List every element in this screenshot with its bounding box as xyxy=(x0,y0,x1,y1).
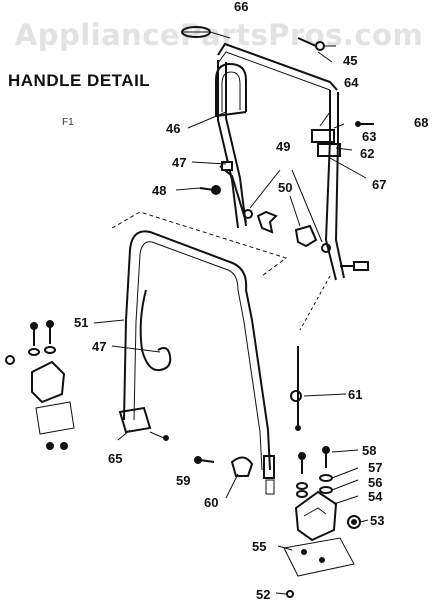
callout-68[interactable]: 68 xyxy=(414,115,429,130)
callout-64[interactable]: 64 xyxy=(344,75,359,90)
cable-47-upper[interactable] xyxy=(219,161,247,223)
callout-55[interactable]: 55 xyxy=(252,539,267,554)
bolt-67-right[interactable] xyxy=(340,261,369,271)
callout-66[interactable]: 66 xyxy=(234,0,249,14)
callout-61[interactable]: 61 xyxy=(348,387,363,402)
diagram-title: HANDLE DETAIL xyxy=(8,71,151,90)
figure-code: F1 xyxy=(62,117,74,128)
wing-knob-50[interactable] xyxy=(256,195,318,248)
guide-lines xyxy=(111,211,331,331)
callout-50[interactable]: 50 xyxy=(278,180,293,195)
callout-62[interactable]: 62 xyxy=(360,146,375,161)
callout-57[interactable]: 57 xyxy=(368,460,383,475)
bolt-59[interactable] xyxy=(194,456,215,464)
callout-52[interactable]: 52 xyxy=(256,587,271,602)
callout-58[interactable]: 58 xyxy=(362,443,377,458)
callout-46[interactable]: 46 xyxy=(166,121,181,136)
callout-67[interactable]: 67 xyxy=(372,177,387,192)
bolt-58-stack[interactable] xyxy=(296,446,333,498)
knob-49[interactable] xyxy=(243,169,331,253)
callout-47-upper[interactable]: 47 xyxy=(172,155,187,170)
screw-68[interactable] xyxy=(355,121,374,127)
bracket-63-62[interactable] xyxy=(311,123,345,157)
cable-47-lower[interactable] xyxy=(139,289,172,372)
nut-52[interactable] xyxy=(286,590,294,598)
lower-handle-51[interactable] xyxy=(123,230,271,471)
callout-45[interactable]: 45 xyxy=(343,53,358,68)
callout-49[interactable]: 49 xyxy=(276,139,291,154)
nut-53[interactable] xyxy=(347,515,361,529)
leader-lines xyxy=(93,51,369,595)
callout-48[interactable]: 48 xyxy=(152,183,167,198)
callout-54[interactable]: 54 xyxy=(368,489,383,504)
callout-63[interactable]: 63 xyxy=(362,129,377,144)
callout-65[interactable]: 65 xyxy=(108,451,123,466)
callout-56[interactable]: 56 xyxy=(368,475,383,490)
upper-handle-64[interactable] xyxy=(217,42,345,281)
callout-59[interactable]: 59 xyxy=(176,473,191,488)
plate-55[interactable] xyxy=(283,537,355,577)
bail-46[interactable] xyxy=(215,62,247,117)
callout-60[interactable]: 60 xyxy=(204,495,219,510)
bolt-45[interactable] xyxy=(297,37,336,51)
bracket-65[interactable] xyxy=(118,406,169,441)
callout-47-lower[interactable]: 47 xyxy=(92,339,107,354)
callout-53[interactable]: 53 xyxy=(370,513,385,528)
handle-bottom-bracket[interactable] xyxy=(263,455,275,495)
control-rod-61[interactable] xyxy=(290,346,302,431)
callout-51[interactable]: 51 xyxy=(74,315,89,330)
left-bracket-group[interactable] xyxy=(5,320,75,450)
grip-cap-66[interactable] xyxy=(181,26,231,39)
bolt-48[interactable] xyxy=(199,185,221,195)
handle-bracket-54[interactable] xyxy=(294,490,338,542)
clip-60[interactable] xyxy=(230,456,254,477)
